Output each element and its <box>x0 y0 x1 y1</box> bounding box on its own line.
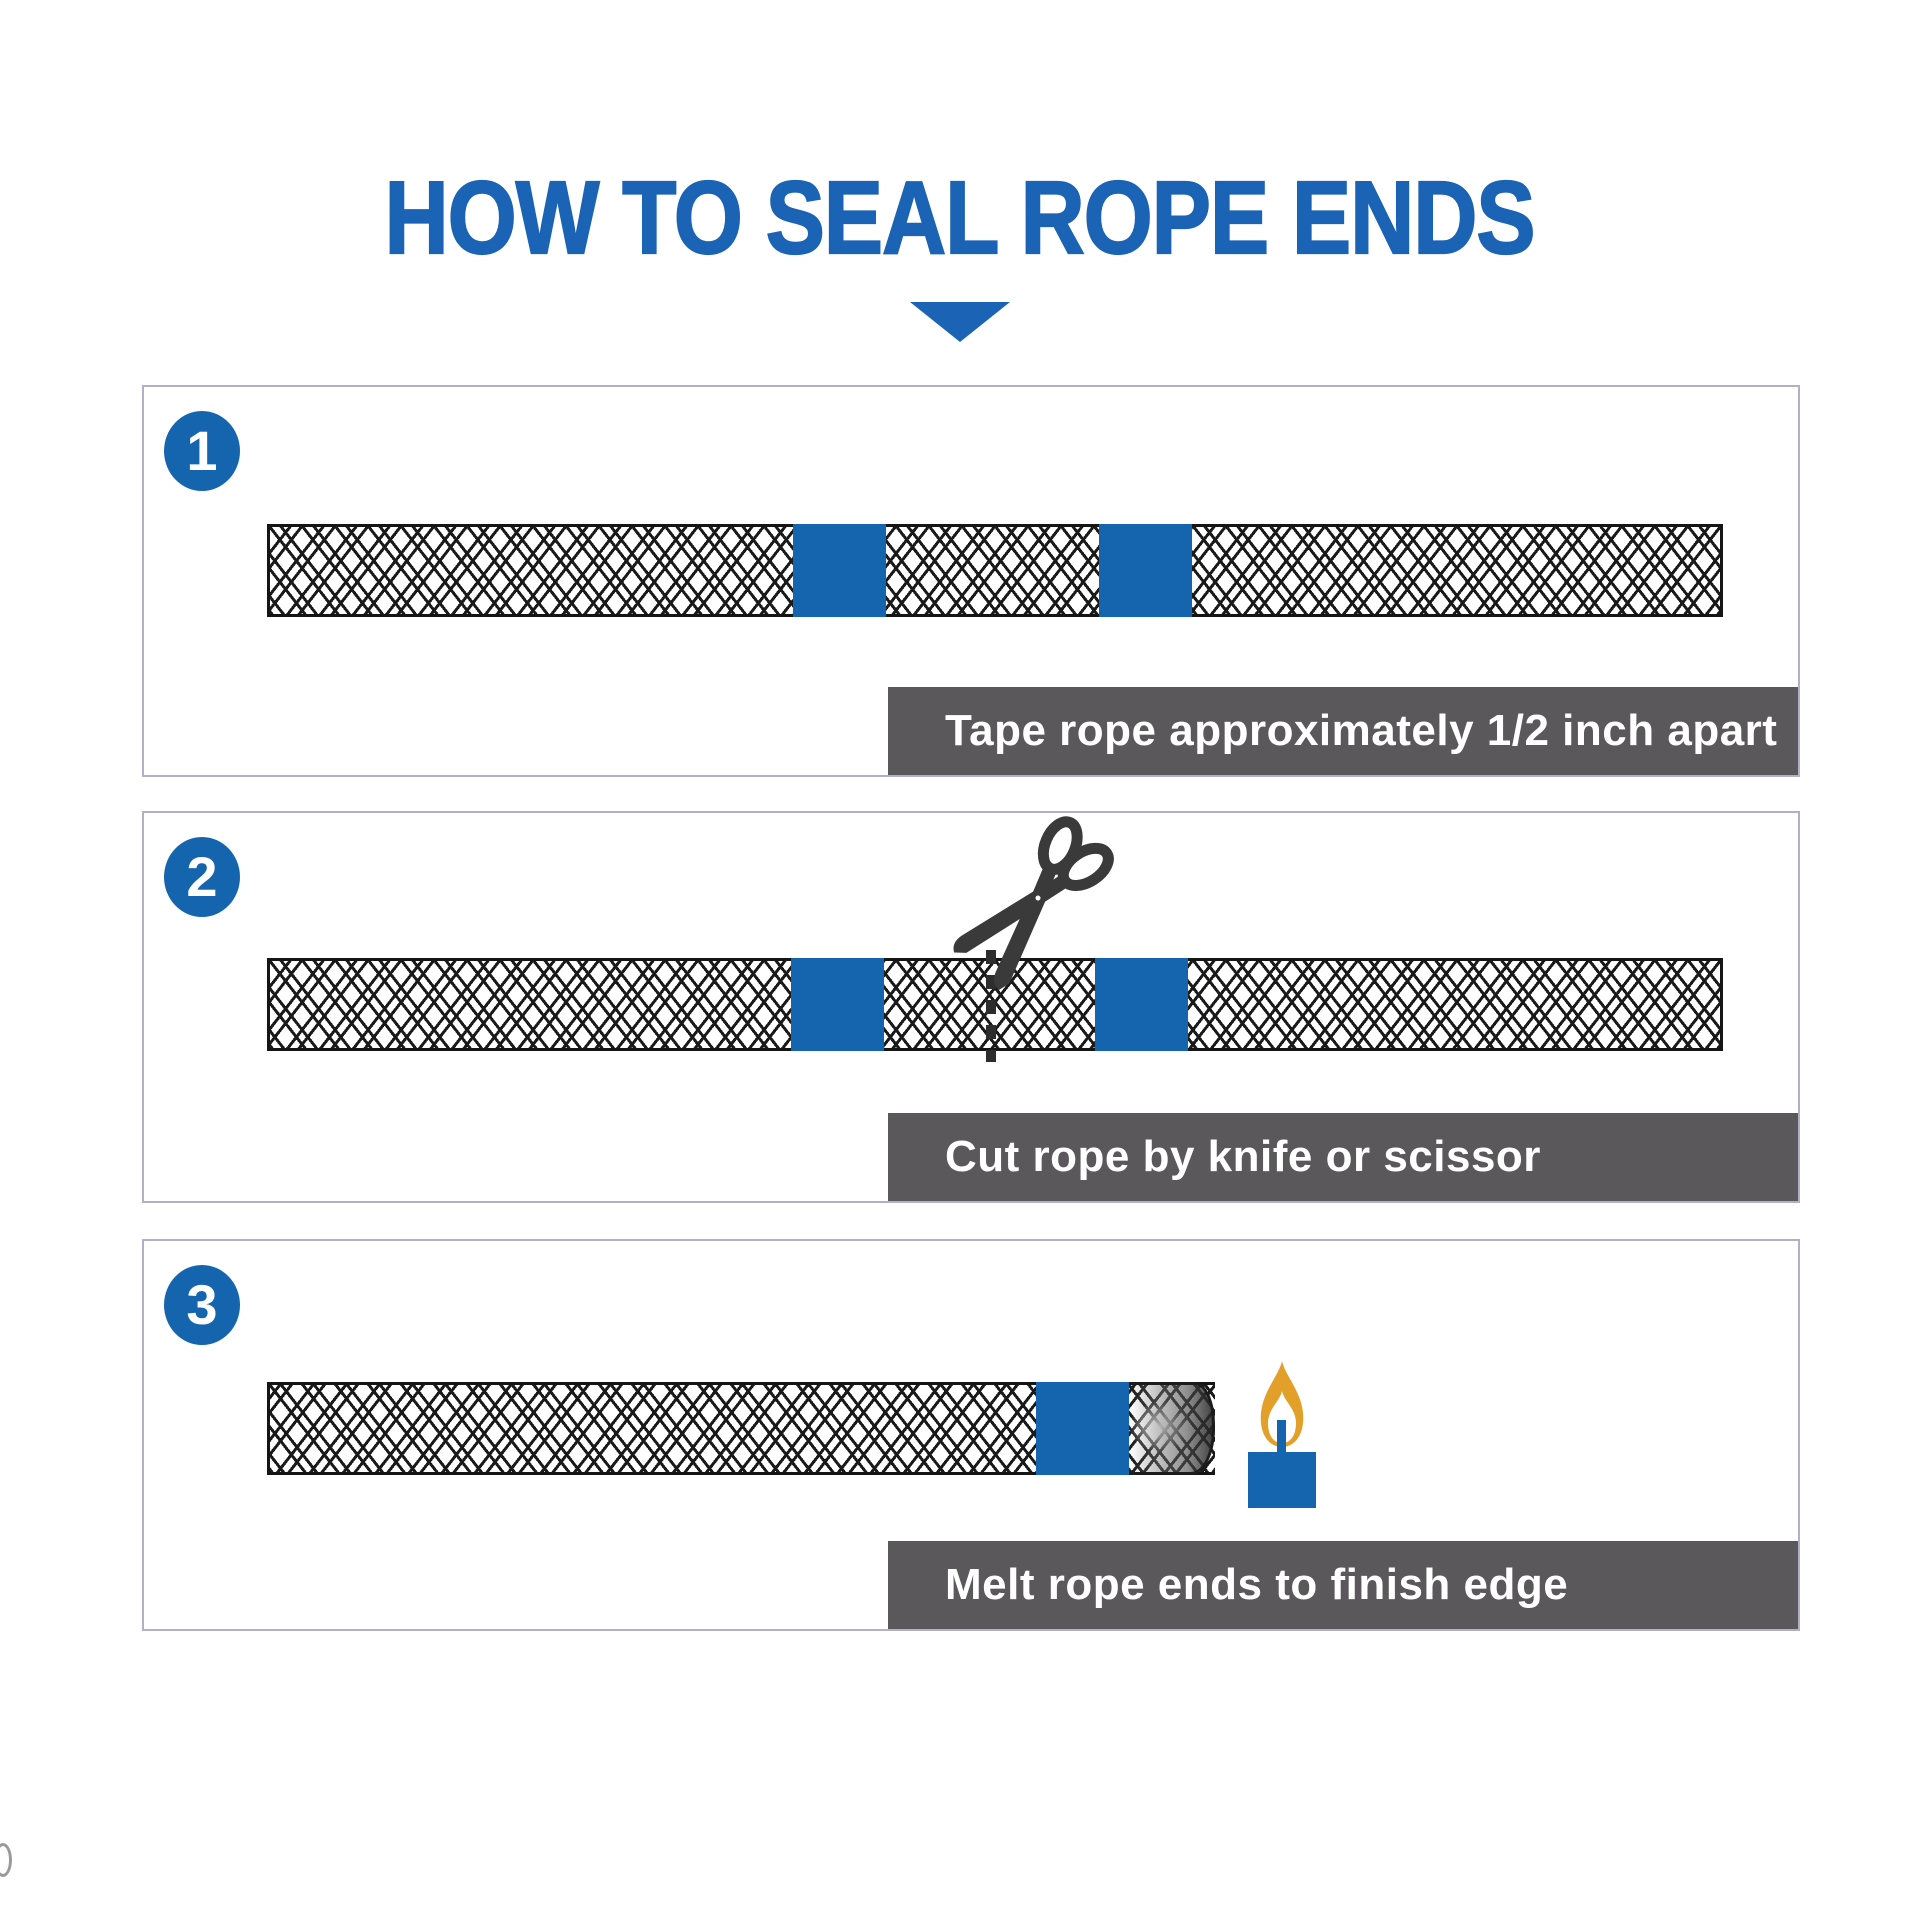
candle-wick <box>1277 1420 1286 1460</box>
rope-illustration <box>267 1382 1215 1475</box>
stray-mark <box>0 1843 12 1877</box>
tape-band <box>791 958 884 1051</box>
rope-illustration <box>267 524 1723 617</box>
step-2-number-badge: 2 <box>164 837 240 917</box>
caption-bar: Cut rope by knife or scissor <box>888 1113 1798 1201</box>
tape-band <box>1095 958 1188 1051</box>
scissors-icon <box>953 816 1114 991</box>
caption-text: Tape rope approximately 1/2 inch apart <box>945 706 1778 755</box>
step-number: 2 <box>186 845 218 908</box>
cut-dashed-line <box>986 950 996 1062</box>
caption-text: Melt rope ends to finish edge <box>945 1560 1569 1609</box>
step-number: 1 <box>186 419 218 482</box>
title-area: HOW TO SEAL ROPE ENDS <box>0 159 1920 276</box>
caption-bar: Tape rope approximately 1/2 inch apart <box>888 687 1798 775</box>
page-title: HOW TO SEAL ROPE ENDS <box>384 159 1537 276</box>
down-arrow-icon <box>910 302 1010 342</box>
melted-rope-end <box>1129 1382 1215 1475</box>
caption-text: Cut rope by knife or scissor <box>945 1132 1541 1181</box>
step-2-panel: 2 Cut rope <box>142 811 1800 1203</box>
step-3-number-badge: 3 <box>164 1265 240 1345</box>
flame-icon <box>1260 1361 1304 1447</box>
tape-band <box>1036 1382 1134 1475</box>
tape-band <box>1099 524 1192 617</box>
tape-band <box>793 524 886 617</box>
caption-bar: Melt rope ends to finish edge <box>888 1541 1798 1629</box>
step-number: 3 <box>186 1273 218 1336</box>
candle-icon <box>1248 1452 1316 1508</box>
step-1-number-badge: 1 <box>164 411 240 491</box>
step-3-panel: 3 Melt rope ends to finish edge <box>142 1239 1800 1631</box>
step-1-panel: 1 Tape rope approximately 1/2 inch apart <box>142 385 1800 777</box>
